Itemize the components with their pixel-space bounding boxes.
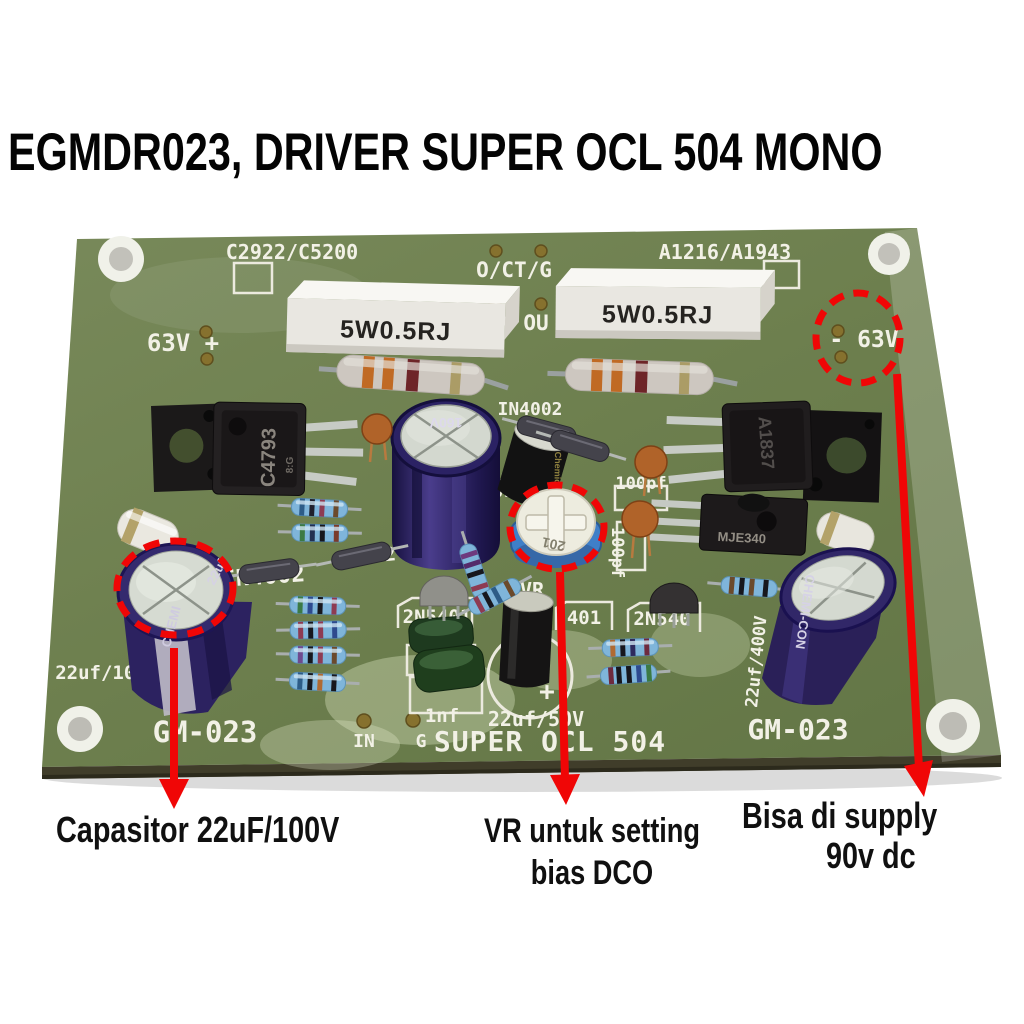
heatsink-right: [802, 410, 882, 503]
annotation-circle-supply: [812, 289, 904, 387]
trimmer-code: 201: [540, 534, 566, 555]
trimmer-vr: 201: [510, 488, 602, 568]
corner-hole-top-left: [98, 236, 144, 282]
annotation-text-supply-line1: Bisa di supply: [742, 795, 938, 836]
capacitor-big-purple: 160V: [390, 398, 502, 570]
disc-capacitors: [361, 413, 668, 559]
label-22uf100: 22uf/100: [55, 662, 147, 684]
corner-hole-top-right: [868, 233, 910, 275]
label-supply-pos: 63V +: [147, 329, 219, 357]
annotation-text-supply-line2: 90v dc: [826, 835, 916, 876]
annotation-text-vr-line2: bias DCO: [530, 854, 654, 892]
resistors-blue: [275, 497, 792, 692]
label-pair-right: A1216/A1943: [659, 240, 791, 264]
power-resistor-left: 5W0.5RJ: [286, 280, 520, 358]
label-22uf50: 22uf/50V: [488, 707, 584, 731]
resistor-2w-right: [547, 358, 738, 396]
diode-2: [535, 429, 627, 462]
power-resistor-right-value: 5W0.5RJ: [602, 300, 713, 329]
label-1nf: 1nf: [425, 705, 459, 727]
label-out-header: O/CT/G: [476, 258, 552, 282]
heatsink-left: [151, 403, 224, 492]
annotation-text-capacitor: Capasitor 22uF/100V: [56, 809, 340, 850]
capacitor-22uf400: CHEMI-CON: [762, 547, 897, 705]
transistor-to92-gray: [419, 575, 469, 621]
transistor-a1837-label: A1837: [754, 416, 778, 470]
annotation-text-vr: VR untuk setting bias DCO: [472, 810, 712, 894]
annotation-circle-vr: [506, 481, 608, 573]
label-g: G: [416, 731, 427, 752]
label-supply-neg: - 63V: [829, 327, 898, 353]
label-100pf-v: 100pf: [607, 527, 627, 578]
label-in: IN: [353, 731, 375, 752]
transistor-mje340: MJE340: [646, 493, 809, 556]
power-resistor-right: 5W0.5RJ: [555, 268, 775, 340]
label-q-mid: 401: [567, 607, 601, 629]
resistor-2w-left: [318, 354, 509, 396]
power-resistor-left-value: 5W0.5RJ: [340, 315, 452, 346]
annotation-arrow-vr: [556, 571, 569, 780]
label-pair-left: C2922/C5200: [226, 240, 358, 264]
transistor-c4793: C4793 8:G: [211, 401, 364, 496]
model-left: GM-023: [153, 715, 258, 749]
capacitor-small-brand: Chemicon: [552, 452, 563, 496]
capacitor-big-voltage: 160V: [429, 415, 462, 431]
annotation-overlay: [113, 289, 933, 809]
diode-3: [315, 541, 409, 571]
capacitor-22uf50: [499, 590, 554, 688]
transistor-c4793-label: C4793: [258, 428, 281, 487]
transistor-a1837: A1837: [663, 400, 814, 493]
annotation-arrow-supply: [893, 373, 923, 769]
board-name: SUPER OCL 504: [434, 725, 666, 758]
annotation-text-vr-line1: VR untuk setting: [483, 812, 701, 850]
corner-hole-bottom-right: [926, 699, 980, 753]
corner-hole-bottom-left: [57, 706, 103, 752]
label-100pf-h: 100pf: [615, 474, 666, 494]
transistor-to92-black: [649, 582, 699, 628]
film-cap-green-2: [413, 644, 486, 693]
annotation-circle-capacitor: [113, 537, 237, 639]
transistor-mje340-label: MJE340: [717, 529, 766, 547]
page-title: EGMDR023, DRIVER SUPER OCL 504 MONO: [8, 123, 883, 182]
glare-right: [885, 228, 1001, 762]
model-right: GM-023: [747, 713, 848, 746]
transistor-c4793-sub: 8:G: [285, 456, 296, 473]
label-diode-top: IN4002: [497, 399, 562, 420]
film-cap-green-1: [408, 615, 474, 654]
